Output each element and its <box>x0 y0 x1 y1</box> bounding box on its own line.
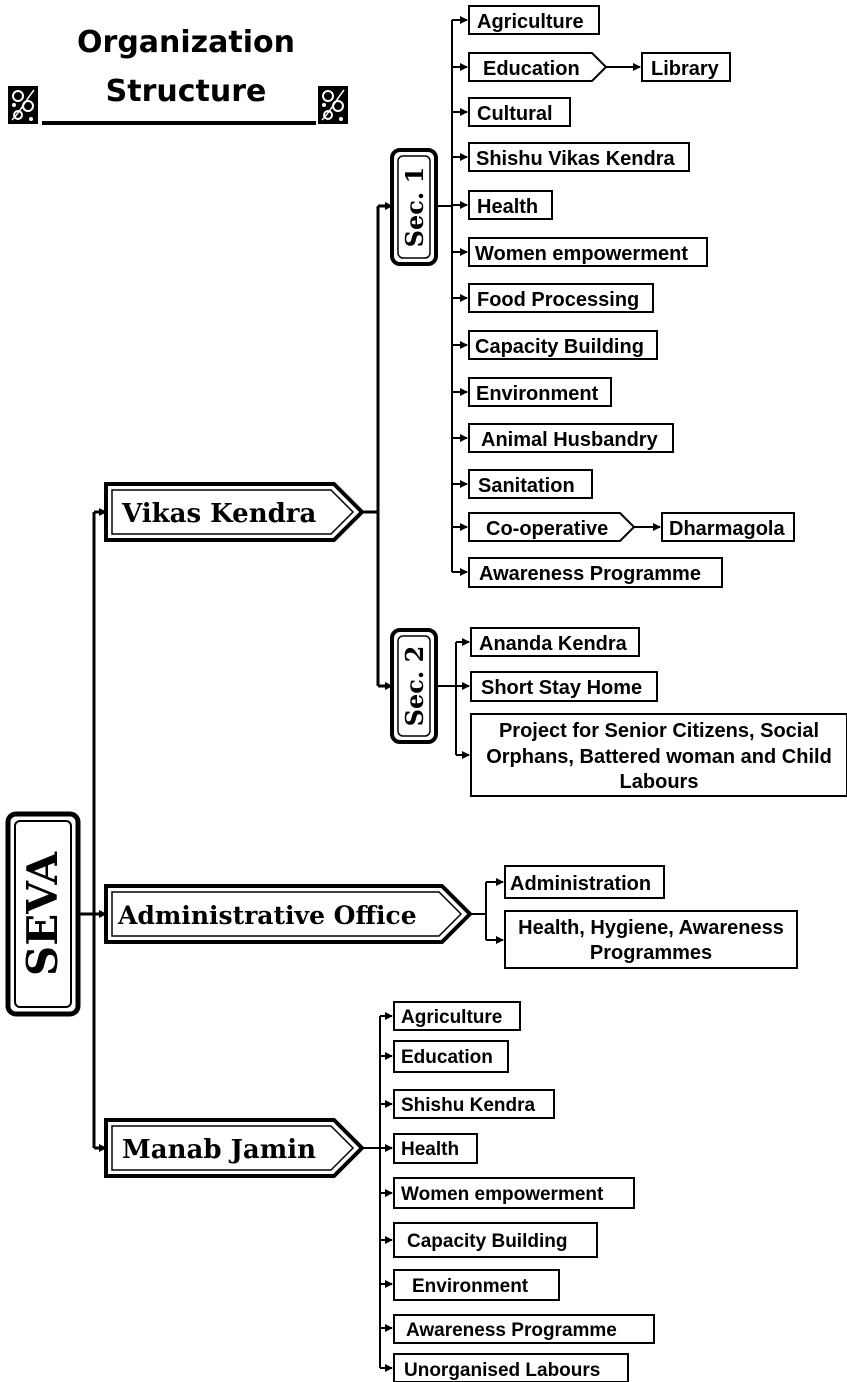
admin-item-administration: Administration <box>504 865 665 899</box>
sec2-label: Sec. 2 <box>400 646 429 727</box>
svg-text:Agriculture: Agriculture <box>477 11 584 33</box>
floral-ornament-icon-left <box>7 85 39 125</box>
seva-root-node: SEVA <box>5 811 81 1017</box>
manab-item-capacity-building: Capacity Building <box>393 1222 598 1258</box>
sec1-items: Agriculture Education Library Cultural S… <box>468 5 795 588</box>
sec1-item-sanitation: Sanitation <box>468 469 593 499</box>
svg-text:Co-operative: Co-operative <box>486 518 608 540</box>
svg-text:Awareness Programme: Awareness Programme <box>406 1320 617 1341</box>
sec1-item-co-operative: Co-operative <box>468 512 636 542</box>
sec1-item-cultural: Cultural <box>468 97 571 127</box>
svg-text:Environment: Environment <box>412 1276 529 1297</box>
svg-text:Capacity Building: Capacity Building <box>407 1231 567 1252</box>
sec1-item-agriculture: Agriculture <box>468 5 600 35</box>
svg-text:Programmes: Programmes <box>590 942 712 964</box>
manab-item-health: Health <box>393 1133 478 1164</box>
svg-text:Labours: Labours <box>620 771 699 793</box>
svg-text:Project for Senior Citizens, S: Project for Senior Citizens, Social <box>499 720 819 742</box>
sec1-item-dharmagola: Dharmagola <box>661 512 795 542</box>
svg-text:Ananda Kendra: Ananda Kendra <box>479 633 628 655</box>
svg-text:Health, Hygiene, Awareness: Health, Hygiene, Awareness <box>518 917 784 939</box>
title-line-2: Structure <box>106 74 267 109</box>
svg-text:Shishu Vikas Kendra: Shishu Vikas Kendra <box>476 148 675 170</box>
svg-text:Administration: Administration <box>510 873 651 895</box>
svg-text:Unorganised Labours: Unorganised Labours <box>404 1360 600 1381</box>
admin-items: Administration Health, Hygiene, Awarenes… <box>504 865 798 969</box>
manab-connectors <box>362 1012 393 1372</box>
manab-item-women-empowerment: Women empowerment <box>393 1177 635 1209</box>
sec1-item-awareness-programme: Awareness Programme <box>468 557 723 588</box>
sec1-item-food-processing: Food Processing <box>468 283 654 313</box>
manab-item-education: Education <box>393 1040 509 1073</box>
svg-text:Orphans, Battered woman and Ch: Orphans, Battered woman and Child <box>486 746 832 768</box>
title-line-1: Organization <box>77 25 295 60</box>
svg-text:Awareness Programme: Awareness Programme <box>479 563 701 585</box>
svg-text:Sanitation: Sanitation <box>478 475 575 497</box>
svg-text:Shishu Kendra: Shishu Kendra <box>401 1095 536 1116</box>
sec2-item-short-stay-home: Short Stay Home <box>470 671 658 702</box>
seva-label: SEVA <box>18 850 67 976</box>
admin-item-health-hygiene-awareness: Health, Hygiene, Awareness Programmes <box>504 910 798 969</box>
svg-text:Capacity Building: Capacity Building <box>475 336 644 358</box>
admin-connectors <box>470 878 504 944</box>
administrative-office-node: Administrative Office <box>104 884 473 944</box>
svg-text:Agriculture: Agriculture <box>401 1007 502 1028</box>
manab-jamin-node: Manab Jamin <box>104 1118 365 1178</box>
svg-text:Short Stay Home: Short Stay Home <box>481 677 642 699</box>
sec1-item-shishu-vikas-kendra: Shishu Vikas Kendra <box>468 142 690 172</box>
svg-text:Food Processing: Food Processing <box>477 289 639 311</box>
svg-text:Dharmagola: Dharmagola <box>669 518 785 540</box>
svg-text:Library: Library <box>651 58 720 80</box>
svg-text:Health: Health <box>401 1139 459 1160</box>
sec2-items: Ananda Kendra Short Stay Home Project fo… <box>470 627 847 797</box>
sec1-label: Sec. 1 <box>400 167 429 248</box>
vikas-kendra-node: Vikas Kendra <box>104 482 365 542</box>
svg-text:Environment: Environment <box>476 383 599 405</box>
manab-item-environment: Environment <box>393 1269 560 1301</box>
manab-item-agriculture: Agriculture <box>393 1001 521 1031</box>
svg-text:Women empowerment: Women empowerment <box>475 243 688 265</box>
svg-text:Health: Health <box>477 196 538 218</box>
svg-text:Education: Education <box>483 58 580 80</box>
floral-ornament-icon-right <box>317 85 349 125</box>
sec1-node: Sec. 1 <box>390 148 438 266</box>
sec2-item-senior-citizens-project: Project for Senior Citizens, Social Orph… <box>470 713 847 797</box>
sec1-item-animal-husbandry: Animal Husbandry <box>468 423 674 453</box>
manab-item-unorganised-labours: Unorganised Labours <box>393 1353 629 1382</box>
svg-text:Animal Husbandry: Animal Husbandry <box>481 429 659 451</box>
manab-items: Agriculture Education Shishu Kendra Heal… <box>393 1001 655 1382</box>
connector-lines <box>78 202 393 1152</box>
sec1-item-library: Library <box>641 52 731 82</box>
sec1-item-women-empowerment: Women empowerment <box>468 237 708 267</box>
manab-item-awareness-programme: Awareness Programme <box>393 1314 655 1344</box>
sec1-item-capacity-building: Capacity Building <box>468 330 658 360</box>
svg-text:Education: Education <box>401 1047 493 1068</box>
administrative-office-label: Administrative Office <box>117 901 417 930</box>
sec2-connectors <box>436 638 470 759</box>
vikas-kendra-label: Vikas Kendra <box>121 499 316 529</box>
manab-jamin-label: Manab Jamin <box>122 1135 316 1165</box>
sec1-item-education: Education <box>468 52 608 82</box>
sec1-item-health: Health <box>468 190 553 220</box>
svg-text:Cultural: Cultural <box>477 103 553 125</box>
manab-item-shishu-kendra: Shishu Kendra <box>393 1089 555 1119</box>
sec2-item-ananda-kendra: Ananda Kendra <box>470 627 640 657</box>
sec1-item-environment: Environment <box>468 377 612 407</box>
sec2-node: Sec. 2 <box>390 628 438 744</box>
sec1-connectors <box>436 16 661 576</box>
svg-text:Women empowerment: Women empowerment <box>401 1184 604 1205</box>
